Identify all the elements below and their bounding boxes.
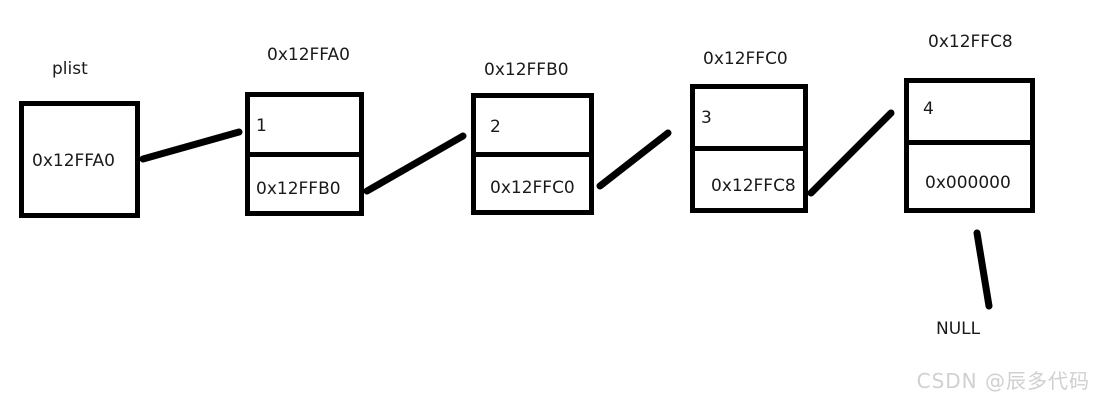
node-data-value-4: 4 [923, 99, 934, 119]
node-data-value-2: 2 [490, 117, 501, 137]
connector-node3-to-node4 [807, 109, 895, 197]
node-box-1[interactable]: 1 0x12FFB0 [245, 92, 364, 216]
node-next-cell-3: 0x12FFC8 [695, 151, 803, 208]
connector-node2-to-node3 [596, 129, 672, 190]
node-data-cell-3: 3 [695, 89, 803, 151]
node-data-cell-4: 4 [909, 83, 1030, 145]
node-next-value-3: 0x12FFC8 [711, 176, 796, 196]
plist-label: plist [52, 59, 88, 79]
connector-plist-to-node1 [139, 128, 243, 163]
watermark: CSDN @辰多代码 [916, 369, 1090, 393]
node-divider-2 [476, 152, 589, 157]
plist-value: 0x12FFA0 [32, 151, 115, 171]
node-address-label-2: 0x12FFB0 [484, 60, 569, 80]
connector-node4-to-null [973, 229, 993, 310]
connector-node1-to-node2 [363, 132, 467, 195]
node-data-cell-2: 2 [476, 98, 589, 157]
node-divider-1 [250, 152, 359, 157]
node-divider-3 [695, 146, 803, 151]
node-next-cell-2: 0x12FFC0 [476, 157, 589, 210]
node-address-label-1: 0x12FFA0 [267, 45, 350, 65]
node-next-value-4: 0x000000 [925, 173, 1011, 193]
node-box-3[interactable]: 3 0x12FFC8 [690, 84, 808, 213]
node-next-value-1: 0x12FFB0 [256, 179, 341, 199]
node-address-label-4: 0x12FFC8 [928, 32, 1013, 52]
null-label: NULL [936, 319, 981, 339]
node-box-2[interactable]: 2 0x12FFC0 [471, 93, 594, 215]
node-next-value-2: 0x12FFC0 [490, 178, 575, 198]
node-next-cell-4: 0x000000 [909, 145, 1030, 208]
node-box-4[interactable]: 4 0x000000 [904, 78, 1035, 213]
node-divider-4 [909, 140, 1030, 145]
node-data-value-3: 3 [701, 108, 712, 128]
node-data-cell-1: 1 [250, 97, 359, 157]
node-next-cell-1: 0x12FFB0 [250, 157, 359, 211]
plist-box[interactable]: 0x12FFA0 [19, 101, 140, 218]
node-data-value-1: 1 [256, 116, 267, 136]
node-address-label-3: 0x12FFC0 [703, 49, 788, 69]
